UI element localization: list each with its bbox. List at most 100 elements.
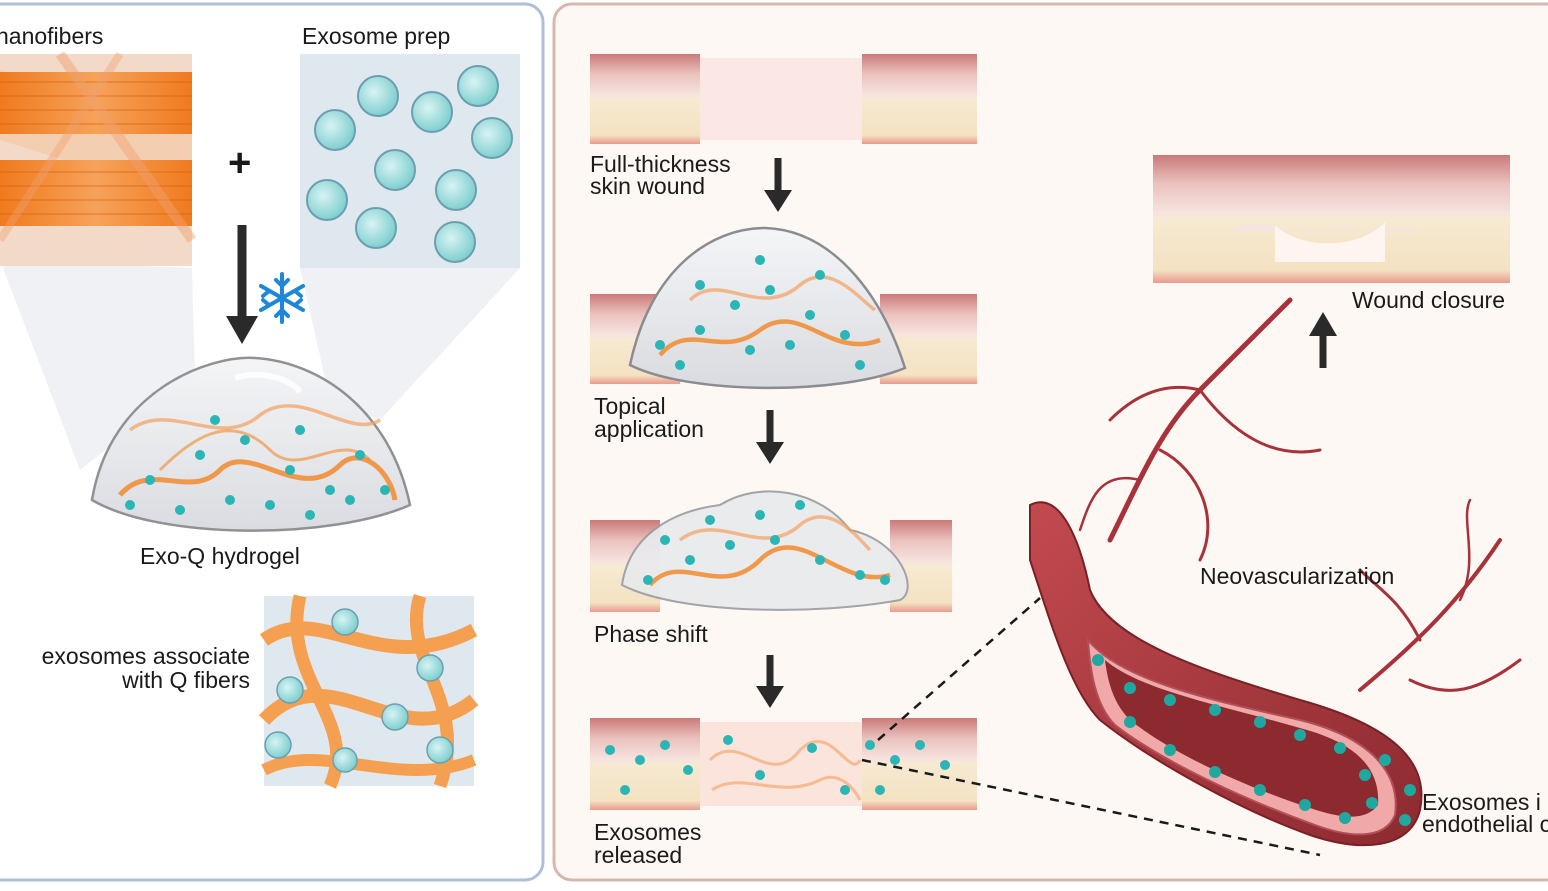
exosomes-released-section bbox=[590, 718, 977, 810]
exosome-dot bbox=[705, 515, 715, 525]
topical-application-section bbox=[590, 226, 977, 390]
phase-shift-section bbox=[590, 490, 952, 612]
wound-closure-label: Wound closure bbox=[1352, 287, 1505, 313]
step4-line1: Exosomes bbox=[594, 819, 701, 845]
step1-line2: skin wound bbox=[590, 173, 705, 199]
blood-vessel bbox=[1029, 501, 1423, 847]
exosome-particle bbox=[306, 179, 348, 221]
exosome-particles bbox=[306, 65, 513, 263]
exosome-dot bbox=[655, 340, 665, 350]
fiber-association-inset bbox=[258, 594, 479, 789]
exosome-dot bbox=[635, 755, 645, 765]
arrow-down-icon bbox=[226, 225, 258, 344]
exosome-dot bbox=[380, 485, 390, 495]
plus-sign: + bbox=[228, 141, 251, 185]
exosome-dot bbox=[723, 735, 733, 745]
exosome-dot bbox=[1366, 797, 1378, 809]
exosome-dot bbox=[875, 785, 885, 795]
uptake-label-line2: endothelial c bbox=[1422, 811, 1548, 837]
exosome-dot bbox=[755, 510, 765, 520]
exosome-dot bbox=[265, 500, 275, 510]
step3-line1: Phase shift bbox=[594, 621, 708, 647]
exosome-dot bbox=[1339, 812, 1351, 824]
exosome-dot bbox=[1254, 784, 1266, 796]
exosome-dot bbox=[840, 785, 850, 795]
wound-closure-section bbox=[1153, 155, 1510, 283]
exosome-dot bbox=[240, 435, 250, 445]
exosome-dot bbox=[643, 575, 653, 585]
exosome-dot bbox=[1209, 704, 1221, 716]
exosome-dot bbox=[880, 575, 890, 585]
exosome-dot bbox=[1124, 682, 1136, 694]
exosome-dot bbox=[805, 310, 815, 320]
projection-cone-right bbox=[300, 268, 520, 420]
exosome-dot bbox=[683, 765, 693, 775]
exosome-dot bbox=[1254, 716, 1266, 728]
exosome-dot bbox=[755, 770, 765, 780]
exosome-dot bbox=[1404, 784, 1416, 796]
exosome-dot bbox=[915, 740, 925, 750]
exosome-dot bbox=[685, 555, 695, 565]
exosome-dot bbox=[755, 255, 765, 265]
nanofibers-image bbox=[0, 51, 197, 266]
exosome-dot bbox=[125, 500, 135, 510]
exosome-dot bbox=[855, 570, 865, 580]
exosome-dot bbox=[1379, 754, 1391, 766]
exosome-dot bbox=[1299, 799, 1311, 811]
step1-line1: Full-thickness bbox=[590, 151, 731, 177]
exosome-dot bbox=[730, 300, 740, 310]
exosome-prep-label: Exosome prep bbox=[302, 23, 450, 49]
exosome-dot bbox=[815, 270, 825, 280]
exosome-particle bbox=[457, 65, 499, 107]
association-label-line1: exosomes associate bbox=[42, 643, 250, 669]
exosome-particle bbox=[471, 117, 513, 159]
exosome-dot bbox=[1124, 716, 1136, 728]
exosome-dot bbox=[1399, 814, 1411, 826]
exosome-dot bbox=[620, 785, 630, 795]
exosome-dot bbox=[1164, 744, 1176, 756]
exosome-dot bbox=[345, 495, 355, 505]
exosome-particle bbox=[314, 109, 356, 151]
exosome-dot bbox=[855, 360, 865, 370]
exosome-dot bbox=[890, 755, 900, 765]
step2-line1: Topical bbox=[594, 393, 666, 419]
neovascularization-label: Neovascularization bbox=[1200, 563, 1394, 589]
exosome-particle bbox=[357, 75, 399, 117]
exo-q-hydrogel-dome bbox=[90, 356, 412, 532]
exosome-dot bbox=[660, 740, 670, 750]
exosome-dot bbox=[660, 535, 670, 545]
exosome-dot bbox=[770, 535, 780, 545]
exosome-dot bbox=[285, 465, 295, 475]
step2-line2: application bbox=[594, 416, 704, 442]
exosome-dot bbox=[295, 425, 305, 435]
neovascularization-vessels bbox=[1078, 297, 1522, 692]
exosome-dot bbox=[815, 555, 825, 565]
exosome-particle bbox=[434, 221, 476, 263]
exosome-dot bbox=[145, 475, 155, 485]
exosome-dot bbox=[695, 325, 705, 335]
exosome-dot bbox=[865, 740, 875, 750]
nanofibers-label: nanofibers bbox=[0, 23, 103, 49]
exosome-dot bbox=[1164, 694, 1176, 706]
exosome-dot bbox=[765, 285, 775, 295]
exosome-dot bbox=[675, 360, 685, 370]
exosome-dot bbox=[795, 500, 805, 510]
exosome-dot bbox=[785, 340, 795, 350]
exosome-dot bbox=[355, 450, 365, 460]
exosome-dot bbox=[210, 415, 220, 425]
uptake-label-line1: Exosomes i bbox=[1422, 789, 1541, 815]
arrow-down-icon bbox=[756, 655, 784, 708]
exosome-dot bbox=[195, 450, 205, 460]
exosome-dot bbox=[940, 760, 950, 770]
zoom-line-bottom bbox=[861, 758, 1321, 857]
exosome-particle bbox=[411, 91, 453, 133]
exosome-dot bbox=[1209, 766, 1221, 778]
exosome-dot bbox=[807, 743, 817, 753]
exosome-dot bbox=[605, 745, 615, 755]
exosome-dot bbox=[695, 280, 705, 290]
arrow-down-icon bbox=[756, 410, 784, 464]
exosome-dot bbox=[1334, 742, 1346, 754]
exosome-dot bbox=[725, 540, 735, 550]
exosome-dot bbox=[1359, 769, 1371, 781]
